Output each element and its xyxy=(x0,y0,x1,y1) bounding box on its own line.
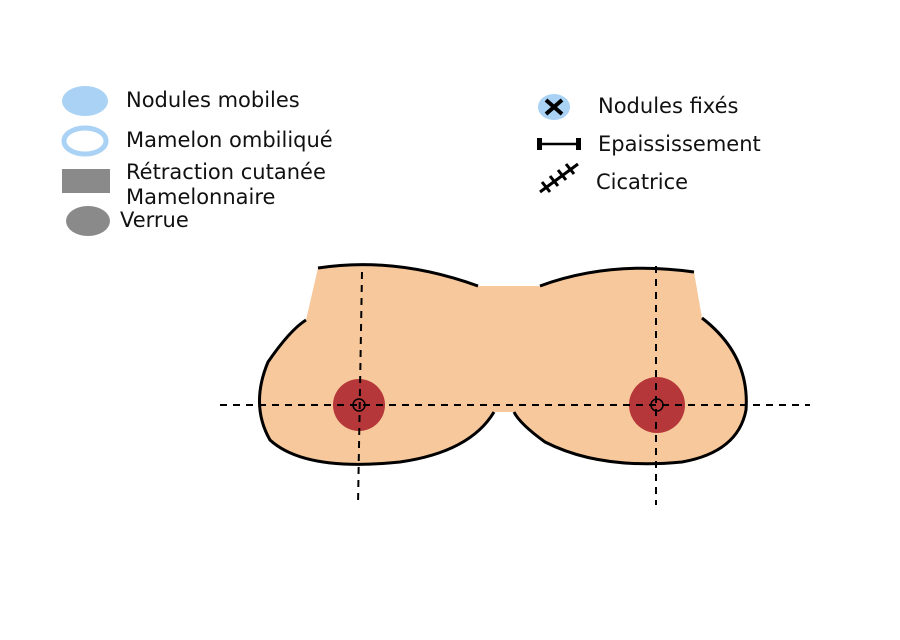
legend-label-nodules-mobiles: Nodules mobiles xyxy=(126,88,300,112)
gray-rectangle-icon xyxy=(62,169,110,193)
legend-label-mamelonnaire: Mamelonnaire xyxy=(126,185,276,209)
light-blue-ring-icon xyxy=(61,125,109,157)
left-breast-outline xyxy=(317,263,479,288)
dumbbell-line-icon xyxy=(537,138,581,150)
filled-light-blue-circle-icon xyxy=(62,86,108,116)
legend-label-cicatrice: Cicatrice xyxy=(596,170,689,194)
legend-label-mamelon-ombilique: Mamelon ombiliqué xyxy=(126,128,333,152)
stitched-line-icon xyxy=(539,162,579,194)
right-breast-outline xyxy=(539,266,695,288)
legend-label-retraction: Rétraction cutanée xyxy=(126,160,326,184)
legend-label-nodules-fixes: Nodules fixés xyxy=(598,94,739,118)
x-on-blue-circle-icon xyxy=(538,94,570,120)
legend-label-verrue: Verrue xyxy=(120,208,189,232)
right-areola xyxy=(629,377,685,433)
gray-filled-circle-icon xyxy=(66,206,110,236)
left-breast-lower-outline xyxy=(258,318,496,466)
right-breast-lower-outline xyxy=(512,316,748,466)
skin-shape xyxy=(259,264,747,465)
legend-label-epaississement: Epaississement xyxy=(598,132,761,156)
